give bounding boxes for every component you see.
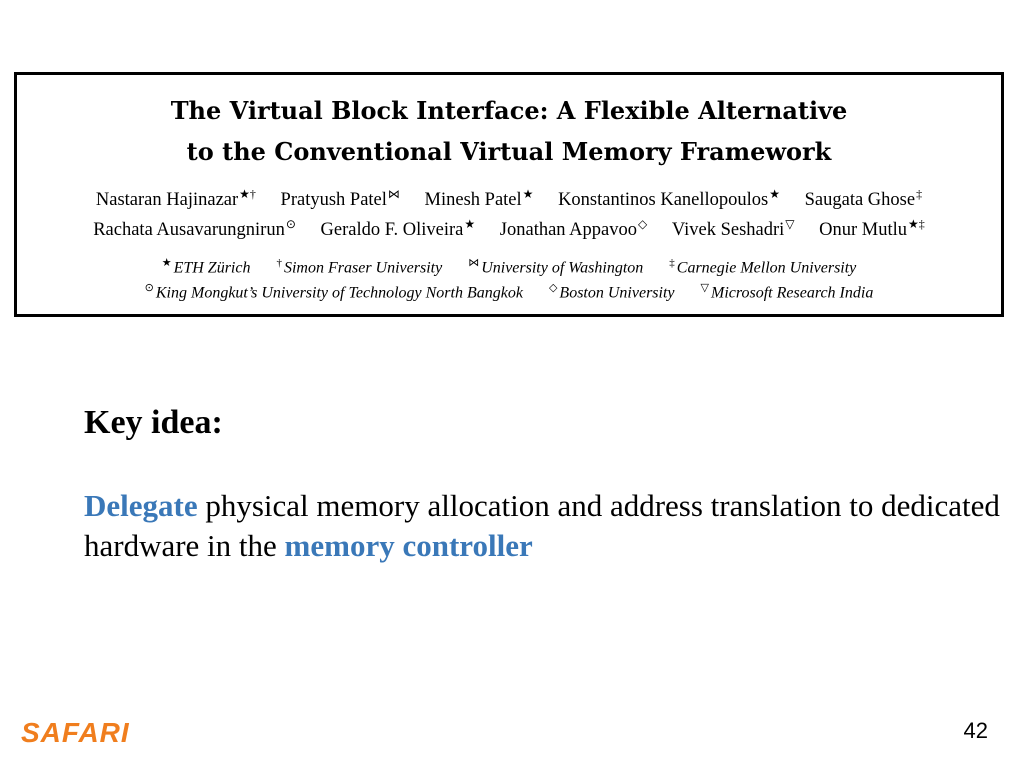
author: Saugata Ghose‡ xyxy=(804,187,923,211)
page-number: 42 xyxy=(963,718,988,743)
highlight-memory-controller: memory controller xyxy=(284,528,533,563)
author: Rachata Ausavarungnirun⊙ xyxy=(93,217,296,241)
key-idea-body: physical memory allocation and address t… xyxy=(84,488,1000,563)
safari-logo: SAFARI xyxy=(21,717,130,748)
author: Geraldo F. Oliveira★ xyxy=(320,217,476,241)
affiliation: ◇Boston University xyxy=(548,282,675,302)
paper-title-block: The Virtual Block Interface: A Flexible … xyxy=(14,72,1004,317)
authors-row-2: Rachata Ausavarungnirun⊙ Geraldo F. Oliv… xyxy=(17,217,1001,241)
authors-row-1: Nastaran Hajinazar★† Pratyush Patel⋈ Min… xyxy=(17,187,1001,211)
author: Minesh Patel★ xyxy=(424,187,534,211)
highlight-delegate: Delegate xyxy=(84,488,198,523)
affiliation: ‡Carnegie Mellon University xyxy=(669,257,857,277)
affiliation: ⋈University of Washington xyxy=(468,257,644,277)
key-idea-heading: Key idea: xyxy=(84,404,223,441)
author: Nastaran Hajinazar★† xyxy=(95,187,256,211)
paper-title-line-2: to the Conventional Virtual Memory Frame… xyxy=(186,137,832,166)
key-idea-text: Delegate physical memory allocation and … xyxy=(84,486,1004,566)
author: Pratyush Patel⋈ xyxy=(280,187,400,211)
affiliation: †Simon Fraser University xyxy=(276,257,443,277)
affiliation: ★ETH Zürich xyxy=(161,257,251,277)
author: Onur Mutlu★‡ xyxy=(819,217,925,241)
affiliation: ⊙King Mongkut’s University of Technology… xyxy=(144,282,523,302)
affiliations-row-2: ⊙King Mongkut’s University of Technology… xyxy=(17,281,1001,302)
author: Jonathan Appavoo◇ xyxy=(499,217,648,241)
affiliation: ▽Microsoft Research India xyxy=(700,282,874,302)
author: Vivek Seshadri▽ xyxy=(671,217,795,241)
author: Konstantinos Kanellopoulos★ xyxy=(558,187,780,211)
affiliations-row-1: ★ETH Zürich †Simon Fraser University ⋈Un… xyxy=(17,256,1001,277)
paper-title-line-1: The Virtual Block Interface: A Flexible … xyxy=(170,96,848,125)
